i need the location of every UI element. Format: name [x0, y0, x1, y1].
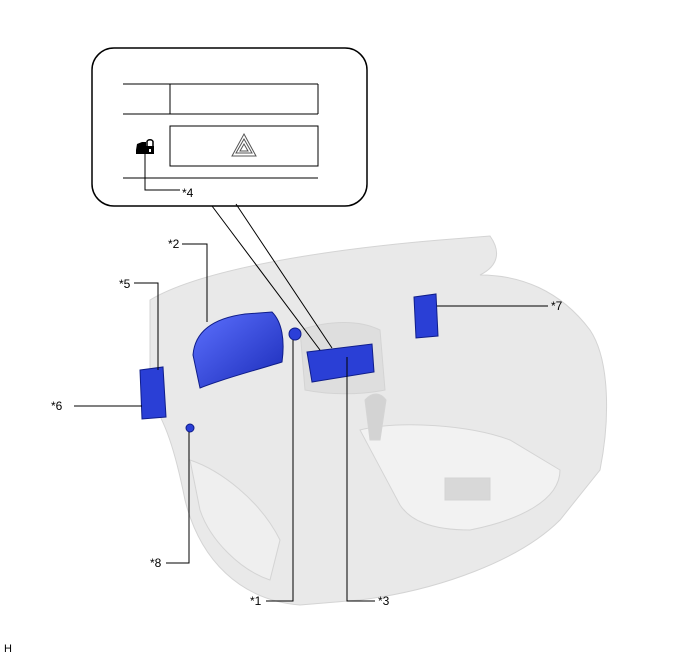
leader-lines [74, 154, 548, 602]
callout-6: *6 [51, 399, 63, 413]
sensor-lower [185, 423, 195, 433]
corner-mark: H [4, 643, 12, 655]
callout-3: *3 [378, 594, 390, 608]
inset-pointer [211, 203, 333, 351]
ecu-left [139, 366, 167, 420]
car-lock-icon [136, 139, 154, 154]
callout-8: *8 [150, 556, 162, 570]
callout-5: *5 [119, 277, 131, 291]
vehicle-interior [149, 235, 608, 606]
callout-7: *7 [551, 299, 563, 313]
components [139, 293, 439, 433]
callout-1: *1 [250, 594, 262, 608]
display-unit [306, 343, 375, 383]
ecu-right [413, 293, 439, 339]
callout-4: *4 [182, 186, 194, 200]
callout-2: *2 [168, 237, 180, 251]
combination-meter [192, 311, 284, 389]
hazard-triangle-icon [231, 132, 257, 157]
switch-unit [288, 327, 302, 341]
detail-inset [91, 47, 368, 207]
